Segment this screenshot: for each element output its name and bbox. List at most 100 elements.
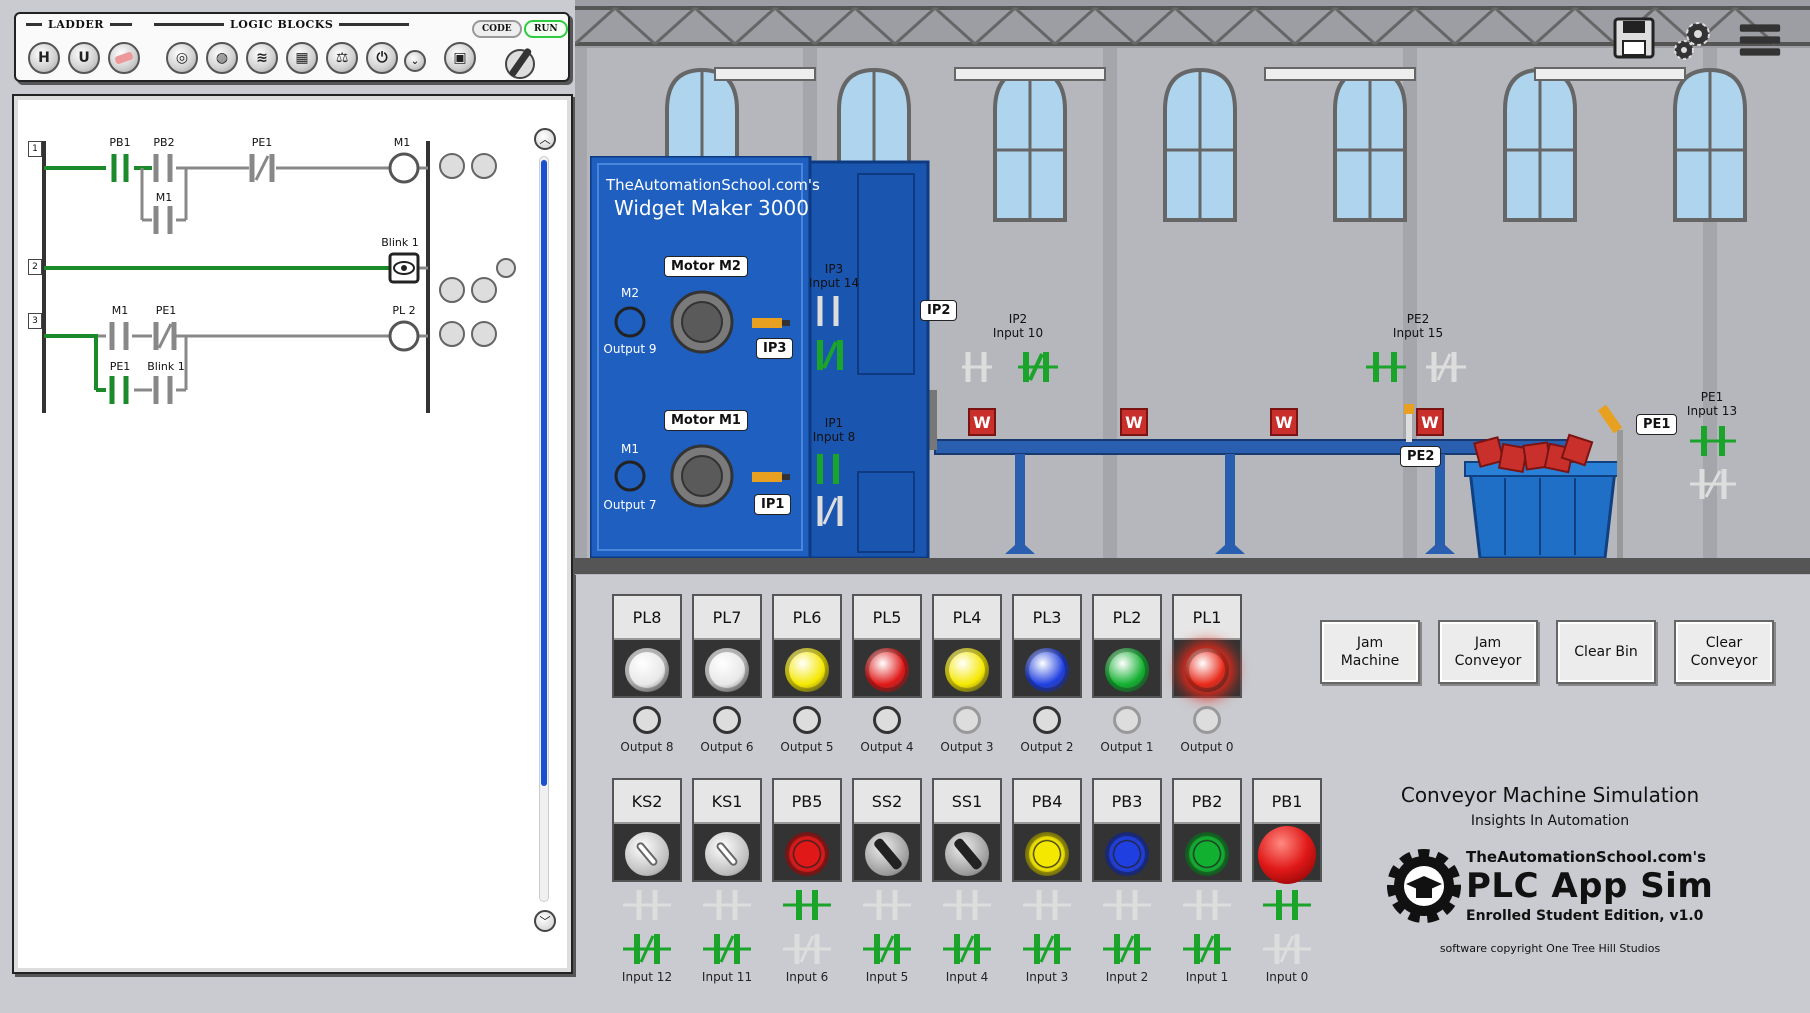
pb2-contact[interactable] xyxy=(153,154,173,182)
pilot-light-label: PL7 xyxy=(694,596,760,640)
pilot-light-pl1: PL1 xyxy=(1172,594,1242,698)
app-title: Conveyor Machine Simulation xyxy=(1400,783,1700,807)
input-device-ks2[interactable]: KS2 xyxy=(612,778,682,882)
input-label: Input 11 xyxy=(701,970,753,984)
blink-timer-block[interactable] xyxy=(388,252,420,284)
add-branch-button[interactable]: U xyxy=(68,42,100,74)
ladder-editor[interactable]: 1 2 3 PB1 PB2 PE1 M1 M1 Blink 1 M1 PE1 P… xyxy=(12,94,573,974)
pilot-light-pl3: PL3 xyxy=(1012,594,1082,698)
output-indicator xyxy=(713,706,741,734)
input-device-pb3[interactable]: PB3 xyxy=(1092,778,1162,882)
compare-block-button[interactable]: ⚖ xyxy=(326,42,358,74)
pe1-rung3-nc-contact[interactable] xyxy=(153,322,177,350)
m1-rung3-contact[interactable] xyxy=(109,322,129,350)
m1-branch-contact[interactable] xyxy=(153,206,173,234)
timer-label: Blink 1 xyxy=(381,236,419,249)
input-device-pb5[interactable]: PB5 xyxy=(772,778,842,882)
input-device-label: PB4 xyxy=(1014,780,1080,824)
motor-m2-tag: Motor M2 xyxy=(664,256,748,277)
pe2-contacts xyxy=(1366,352,1466,382)
selector-switch-face[interactable] xyxy=(865,832,909,876)
output-indicator xyxy=(1113,706,1141,734)
ring-icon: ◎ xyxy=(175,50,189,66)
pilot-light-label: PL6 xyxy=(774,596,840,640)
output-indicator xyxy=(1033,706,1061,734)
timer-block-button[interactable]: ◍ xyxy=(206,42,238,74)
pilot-light-label: PL8 xyxy=(614,596,680,640)
output-label: Output 0 xyxy=(1180,740,1234,754)
settings-button[interactable] xyxy=(1670,18,1714,62)
contact-label: M1 xyxy=(111,304,129,317)
blink-rung3-contact[interactable] xyxy=(153,376,173,404)
push-switch-face[interactable] xyxy=(785,832,829,876)
chevron-up-icon: ︿ xyxy=(539,133,551,146)
push-switch-face[interactable] xyxy=(1025,832,1069,876)
motor-m1-output: Output 7 xyxy=(603,498,657,512)
ip3-nc-contact xyxy=(817,340,843,370)
contact-block-button[interactable]: ◎ xyxy=(166,42,198,74)
save-program-button[interactable]: ▣ xyxy=(444,42,476,74)
input-device-label: KS2 xyxy=(614,780,680,824)
pe1-nc-contact[interactable] xyxy=(249,154,275,182)
output-indicator xyxy=(633,706,661,734)
ip1-sensor-tag: IP1 xyxy=(754,494,792,515)
scroll-down-button[interactable]: ﹀ xyxy=(534,910,556,932)
pe1-rung3-branch-contact[interactable] xyxy=(109,376,129,404)
push-switch-face[interactable] xyxy=(1105,832,1149,876)
more-blocks-button[interactable]: ⌄ xyxy=(404,50,426,72)
contact-label: Blink 1 xyxy=(147,360,185,373)
output-label: Output 4 xyxy=(860,740,914,754)
power-block-button[interactable]: ⏻ xyxy=(366,42,398,74)
push-switch-face[interactable] xyxy=(1185,832,1229,876)
eraser-icon xyxy=(114,51,134,65)
input-device-label: SS2 xyxy=(854,780,920,824)
school-name: TheAutomationSchool.com's xyxy=(1466,848,1707,866)
pilot-light-pl4: PL4 xyxy=(932,594,1002,698)
input-device-ss2[interactable]: SS2 xyxy=(852,778,922,882)
clear-conveyor-button[interactable]: Clear Conveyor xyxy=(1674,620,1774,684)
pilot-light-pl6: PL6 xyxy=(772,594,842,698)
clear-bin-button[interactable]: Clear Bin xyxy=(1556,620,1656,684)
menu-button[interactable] xyxy=(1738,18,1782,62)
ladder-scroll-thumb[interactable] xyxy=(541,160,547,786)
mushroom-switch-face[interactable] xyxy=(1258,826,1316,884)
lamp-lens xyxy=(785,648,829,692)
input-device-pb1[interactable]: PB1 xyxy=(1252,778,1322,884)
save-button[interactable] xyxy=(1612,16,1656,60)
run-mode-toggle[interactable]: RUN xyxy=(524,20,568,38)
key-switch-face[interactable] xyxy=(705,832,749,876)
key-switch-face[interactable] xyxy=(625,832,669,876)
input-contacts xyxy=(1023,890,1071,964)
input-contacts xyxy=(1103,890,1151,964)
input-device-ks1[interactable]: KS1 xyxy=(692,778,762,882)
scroll-up-button[interactable]: ︿ xyxy=(534,128,556,150)
input-contacts xyxy=(783,890,831,964)
rung2-controls[interactable] xyxy=(439,258,516,303)
math-block-button[interactable]: ▦ xyxy=(286,42,318,74)
edition-label: Enrolled Student Edition, v1.0 xyxy=(1466,908,1704,924)
output-label: Output 5 xyxy=(780,740,834,754)
motor-m1-id: M1 xyxy=(621,442,639,456)
app-subtitle: Insights In Automation xyxy=(1470,813,1630,829)
chevron-down-icon: ⌄ xyxy=(410,55,420,67)
rung1-controls[interactable] xyxy=(439,153,497,179)
jam-conveyor-button[interactable]: Jam Conveyor xyxy=(1438,620,1538,684)
pl2-coil[interactable] xyxy=(388,320,420,352)
rung3-controls[interactable] xyxy=(439,321,497,347)
input-device-ss1[interactable]: SS1 xyxy=(932,778,1002,882)
input-device-pb2[interactable]: PB2 xyxy=(1172,778,1242,882)
scale-icon: ⚖ xyxy=(335,50,349,66)
input-device-pb4[interactable]: PB4 xyxy=(1012,778,1082,882)
jam-machine-button[interactable]: Jam Machine xyxy=(1320,620,1420,684)
selector-switch-face[interactable] xyxy=(945,832,989,876)
pb1-contact[interactable] xyxy=(106,152,134,184)
input-contacts xyxy=(1263,890,1311,964)
erase-button[interactable] xyxy=(108,42,140,74)
mode-key-switch[interactable] xyxy=(500,44,540,80)
add-rung-button[interactable]: H xyxy=(28,42,60,74)
counter-block-button[interactable]: ≋ xyxy=(246,42,278,74)
code-mode-toggle[interactable]: CODE xyxy=(472,20,522,38)
pilot-light-label: PL2 xyxy=(1094,596,1160,640)
m1-coil[interactable] xyxy=(388,152,420,184)
